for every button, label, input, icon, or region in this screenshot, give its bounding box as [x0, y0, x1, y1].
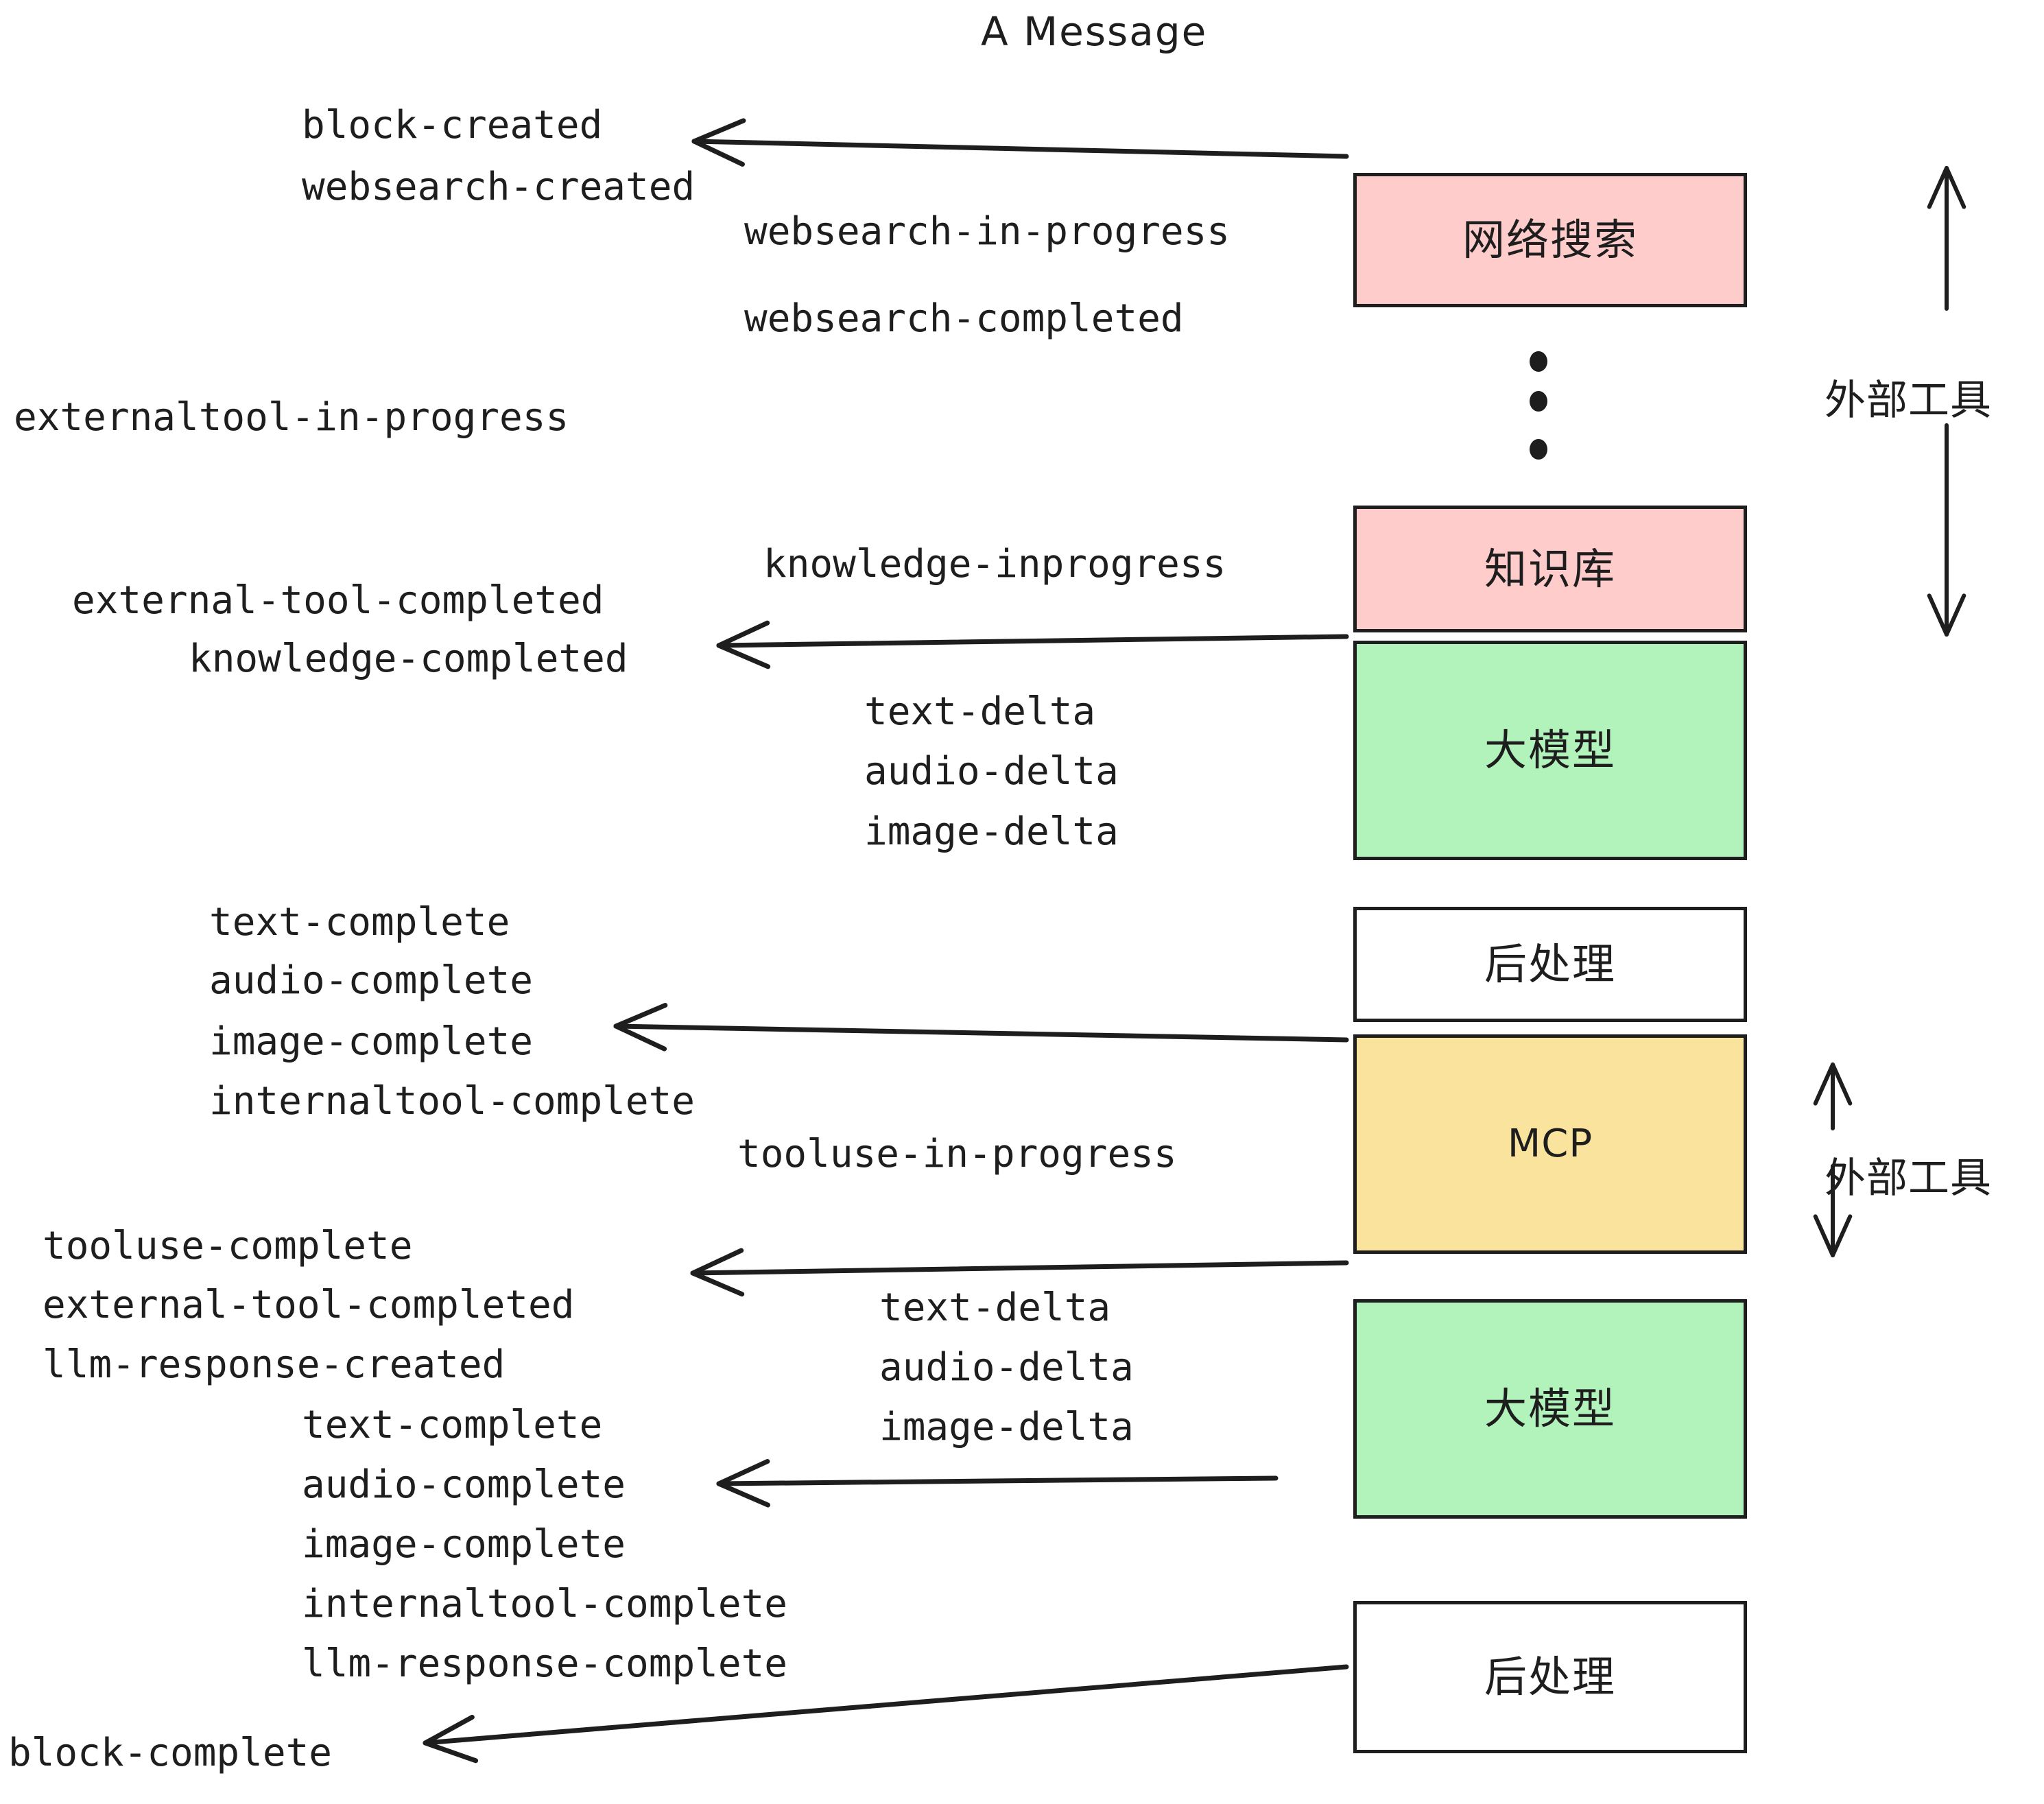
node-websearch: 网络搜索: [1353, 173, 1747, 307]
node-label: 网络搜索: [1462, 215, 1638, 265]
ellipsis-dot-icon: [1530, 391, 1547, 412]
event-label-websearch-created: websearch-created: [302, 165, 696, 209]
arrow-knowledge-completed-icon: [716, 620, 1349, 669]
node-llm-1: 大模型: [1353, 641, 1747, 860]
event-label-websearch-completed: websearch-completed: [744, 296, 1184, 341]
event-label-image-delta-1: image-delta: [864, 809, 1119, 854]
ext-bottom-up-icon: [1813, 1063, 1853, 1130]
event-label-tooluse-in-progress: tooluse-in-progress: [737, 1132, 1177, 1176]
event-label-audio-delta-1: audio-delta: [864, 749, 1119, 794]
event-label-external-tool-completed-2: external-tool-completed: [43, 1283, 575, 1327]
node-knowledge: 知识库: [1353, 506, 1747, 632]
arrow-block-created-icon: [691, 118, 1349, 167]
node-label: 大模型: [1484, 725, 1616, 775]
event-label-llm-response-created: llm-response-created: [43, 1342, 506, 1387]
event-label-text-delta-2: text-delta: [879, 1285, 1111, 1330]
event-label-external-tool-completed-1: external-tool-completed: [72, 578, 604, 623]
ellipsis-dot-icon: [1530, 439, 1547, 460]
event-label-audio-delta-2: audio-delta: [879, 1345, 1134, 1390]
node-postproc-2: 后处理: [1353, 1601, 1747, 1753]
event-label-audio-complete-2: audio-complete: [302, 1462, 626, 1507]
node-label: 后处理: [1484, 939, 1616, 989]
flow-arrows-group: [423, 118, 1349, 1764]
arrow-tooluse-complete-icon: [690, 1248, 1349, 1297]
ext-top-up-icon: [1927, 166, 1966, 311]
event-label-audio-complete-1: audio-complete: [209, 958, 534, 1003]
node-label: MCP: [1507, 1121, 1593, 1166]
node-label: 知识库: [1484, 543, 1616, 594]
event-label-block-complete: block-complete: [8, 1731, 333, 1775]
page-title: A Message: [981, 8, 1208, 55]
node-label: 后处理: [1484, 1652, 1616, 1702]
event-label-text-complete-2: text-complete: [302, 1403, 603, 1447]
arrow-image-complete-icon: [613, 1003, 1349, 1052]
event-label-websearch-in-progress: websearch-in-progress: [744, 209, 1231, 254]
node-postproc-1: 后处理: [1353, 907, 1747, 1022]
node-llm-2: 大模型: [1353, 1299, 1747, 1519]
arrow-audio-complete-icon: [716, 1458, 1279, 1508]
side-arrows-group: [1813, 166, 1966, 1257]
event-label-llm-response-complete: llm-response-complete: [302, 1641, 788, 1686]
event-label-block-created: block-created: [302, 103, 603, 147]
node-mcp: MCP: [1353, 1034, 1747, 1254]
event-label-image-delta-2: image-delta: [879, 1405, 1134, 1449]
arrow-block-complete-icon: [423, 1664, 1349, 1764]
event-label-externaltool-in-progress: externaltool-in-progress: [14, 395, 569, 440]
event-label-internaltool-complete-2: internaltool-complete: [302, 1582, 788, 1626]
event-label-tooluse-complete: tooluse-complete: [43, 1224, 413, 1268]
node-label: 大模型: [1484, 1384, 1616, 1434]
event-label-knowledge-inprogress: knowledge-inprogress: [763, 542, 1226, 586]
ext-top-down-icon: [1927, 423, 1966, 637]
event-label-text-complete-1: text-complete: [209, 900, 510, 945]
event-label-knowledge-completed: knowledge-completed: [189, 637, 628, 681]
ellipsis-dot-icon: [1530, 351, 1547, 372]
side-label-external-tools-top: 外部工具: [1825, 377, 1992, 425]
event-label-image-complete-2: image-complete: [302, 1522, 626, 1567]
event-label-text-delta-1: text-delta: [864, 689, 1096, 734]
side-label-external-tools-bottom: 外部工具: [1825, 1154, 1992, 1202]
ext-bottom-down-icon: [1813, 1164, 1853, 1257]
event-label-internaltool-complete-1: internaltool-complete: [209, 1079, 696, 1124]
event-label-image-complete-1: image-complete: [209, 1019, 534, 1064]
